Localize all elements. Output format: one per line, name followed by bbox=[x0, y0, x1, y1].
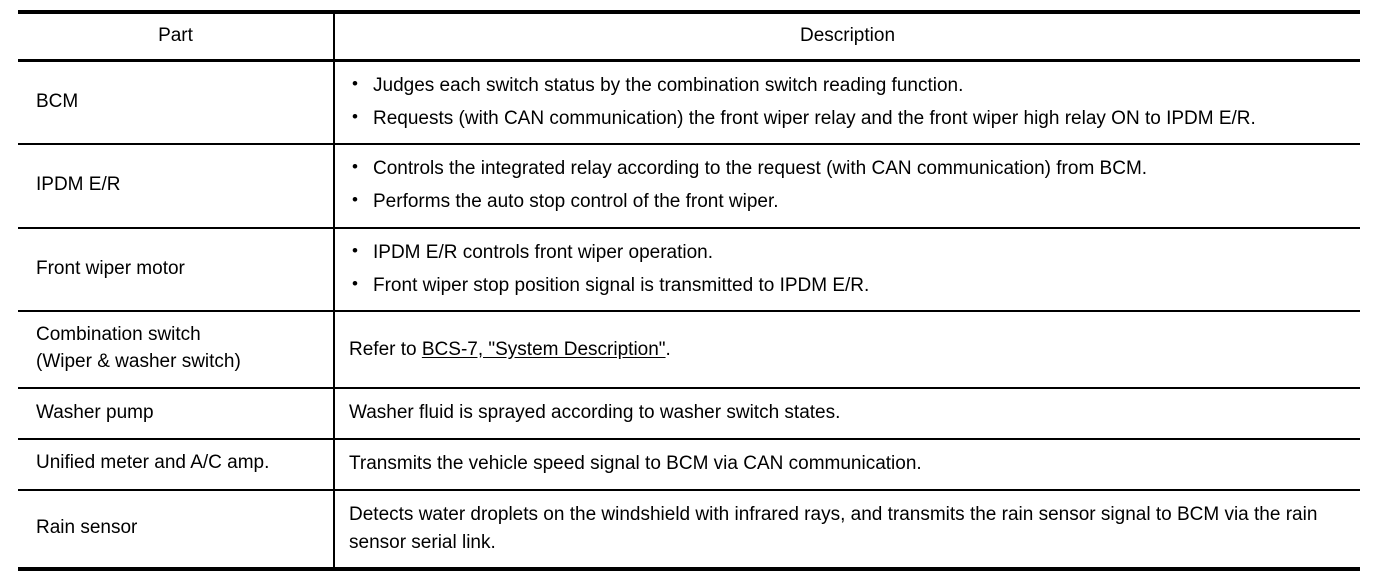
part-label: IPDM E/R bbox=[36, 174, 121, 196]
table-row: Front wiper motor IPDM E/R controls fron… bbox=[18, 226, 1360, 312]
column-header-description: Description bbox=[334, 12, 1360, 62]
part-cell: Combination switch (Wiper & washer switc… bbox=[18, 310, 335, 389]
description-text: Washer fluid is sprayed according to was… bbox=[349, 402, 841, 424]
table-header: Part Description bbox=[18, 12, 1360, 62]
part-label: BCM bbox=[36, 90, 79, 112]
description-cell: Controls the integrated relay according … bbox=[334, 143, 1360, 228]
description-bullet-list: Controls the integrated relay according … bbox=[349, 154, 1348, 216]
table-row: Rain sensor Detects water droplets on th… bbox=[18, 488, 1360, 570]
description-text: Detects water droplets on the windshield… bbox=[349, 503, 1318, 553]
list-item: Front wiper stop position signal is tran… bbox=[349, 271, 1348, 300]
table-row: IPDM E/R Controls the integrated relay a… bbox=[18, 143, 1360, 228]
list-item: Judges each switch status by the combina… bbox=[349, 71, 1348, 100]
component-parts-table: Part Description BCM Judges each switch … bbox=[18, 10, 1360, 571]
table-row: BCM Judges each switch status by the com… bbox=[18, 60, 1360, 145]
description-cell: IPDM E/R controls front wiper operation.… bbox=[334, 226, 1360, 312]
part-label: Washer pump bbox=[36, 401, 154, 423]
description-cell: Transmits the vehicle speed signal to BC… bbox=[334, 438, 1360, 490]
list-item: Controls the integrated relay according … bbox=[349, 154, 1348, 183]
description-bullet-list: Judges each switch status by the combina… bbox=[349, 71, 1348, 133]
description-cell: Judges each switch status by the combina… bbox=[334, 61, 1360, 145]
part-label: Front wiper motor bbox=[36, 257, 185, 279]
description-text: Transmits the vehicle speed signal to BC… bbox=[349, 453, 922, 475]
table-row: Washer pump Washer fluid is sprayed acco… bbox=[18, 387, 1360, 440]
refer-to-prefix: Refer to bbox=[349, 338, 422, 360]
part-label: Rain sensor bbox=[36, 517, 138, 539]
list-item: Requests (with CAN communication) the fr… bbox=[349, 104, 1348, 133]
part-cell: BCM bbox=[18, 60, 335, 145]
description-text: Refer to BCS-7, "System Description". bbox=[349, 336, 1348, 364]
part-cell: Rain sensor bbox=[18, 488, 335, 570]
part-label-secondary: (Wiper & washer switch) bbox=[36, 351, 241, 373]
part-label: Combination switch bbox=[36, 324, 201, 346]
part-cell: Washer pump bbox=[18, 387, 335, 440]
table-row: Unified meter and A/C amp. Transmits the… bbox=[18, 438, 1360, 490]
part-cell: Front wiper motor bbox=[18, 226, 335, 312]
table-header-row: Part Description bbox=[18, 12, 1360, 62]
list-item: IPDM E/R controls front wiper operation. bbox=[349, 238, 1348, 267]
table-body: BCM Judges each switch status by the com… bbox=[18, 60, 1360, 570]
table-row: Combination switch (Wiper & washer switc… bbox=[18, 310, 1360, 389]
reference-link-bcs-7[interactable]: BCS-7, "System Description" bbox=[421, 338, 666, 360]
description-bullet-list: IPDM E/R controls front wiper operation.… bbox=[349, 238, 1348, 300]
description-cell: Washer fluid is sprayed according to was… bbox=[334, 387, 1360, 440]
list-item: Performs the auto stop control of the fr… bbox=[349, 187, 1348, 216]
part-cell: IPDM E/R bbox=[18, 143, 335, 228]
part-cell: Unified meter and A/C amp. bbox=[18, 438, 335, 490]
description-cell: Refer to BCS-7, "System Description". bbox=[334, 310, 1360, 389]
part-label: Unified meter and A/C amp. bbox=[36, 452, 270, 474]
description-cell: Detects water droplets on the windshield… bbox=[334, 488, 1360, 570]
refer-to-suffix: . bbox=[665, 338, 671, 360]
component-parts-table-wrapper: Part Description BCM Judges each switch … bbox=[18, 10, 1360, 571]
column-header-part: Part bbox=[18, 12, 335, 62]
